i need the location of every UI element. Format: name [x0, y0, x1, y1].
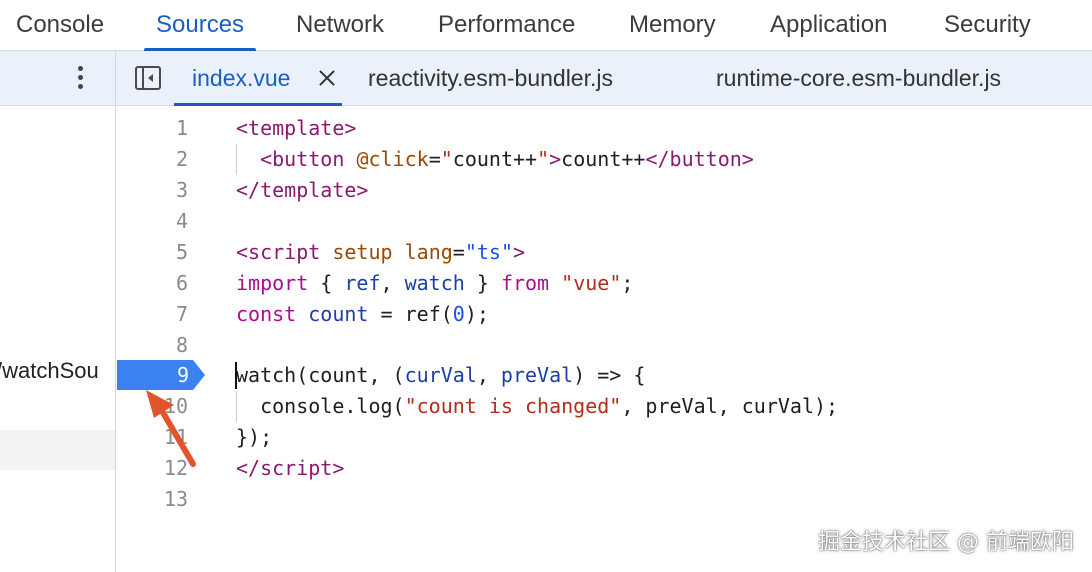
tab-memory[interactable]: Memory: [629, 11, 716, 38]
text-cursor: [235, 362, 237, 389]
indent-guide: [236, 144, 237, 175]
code-line[interactable]: });: [236, 425, 273, 449]
code-line[interactable]: watch(count, (curVal, preVal) => {: [236, 363, 646, 387]
navigator-item[interactable]: /watchSou: [0, 358, 99, 383]
tab-sources[interactable]: Sources: [143, 0, 257, 51]
navigator-selected-row[interactable]: [0, 430, 115, 470]
file-tab-runtime-core[interactable]: runtime-core.esm-bundler.js: [716, 65, 1002, 91]
code-line[interactable]: <template>: [236, 116, 357, 140]
code-line[interactable]: </script>: [236, 456, 345, 480]
tab-network[interactable]: Network: [296, 11, 385, 38]
line-number[interactable]: 8: [175, 333, 188, 357]
breakpoint-marker[interactable]: [117, 360, 205, 390]
code-line[interactable]: console.log("count is changed", preVal, …: [236, 394, 839, 418]
file-tab-reactivity[interactable]: reactivity.esm-bundler.js: [368, 65, 613, 91]
code-line[interactable]: const count = ref(0);: [236, 302, 489, 326]
file-navigator: /watchSou: [0, 106, 116, 572]
navigator-header: [0, 51, 116, 105]
tab-security[interactable]: Security: [944, 11, 1031, 38]
line-number[interactable]: 2: [175, 147, 188, 171]
code-editor[interactable]: [116, 106, 1092, 572]
file-tab-bar: index.vue reactivity.esm-bundler.js runt…: [0, 51, 1092, 106]
line-number[interactable]: 12: [163, 456, 188, 480]
watermark: 掘金技术社区 @ 前端欧阳: [818, 530, 1074, 555]
indent-guide: [236, 391, 237, 422]
code-line[interactable]: import { ref, watch } from "vue";: [236, 271, 634, 295]
file-tab-index-vue[interactable]: index.vue: [173, 51, 344, 106]
breakpoint-line-number[interactable]: 9: [176, 363, 189, 387]
tab-console[interactable]: Console: [16, 11, 105, 38]
line-number[interactable]: 4: [175, 209, 188, 233]
code-line[interactable]: <script setup lang="ts">: [236, 240, 526, 264]
line-number[interactable]: 1: [175, 116, 188, 140]
line-number[interactable]: 7: [175, 302, 188, 326]
line-number[interactable]: 5: [175, 240, 188, 264]
more-options-icon[interactable]: [76, 66, 86, 92]
toggle-navigator-icon[interactable]: [135, 66, 161, 90]
tab-performance[interactable]: Performance: [438, 11, 576, 38]
line-number[interactable]: 3: [175, 178, 188, 202]
line-number[interactable]: 6: [175, 271, 188, 295]
line-number[interactable]: 13: [163, 487, 188, 511]
tab-application[interactable]: Application: [770, 11, 888, 38]
code-line[interactable]: </template>: [236, 178, 369, 202]
devtools-panel-tabs: Console Sources Network Performance Memo…: [0, 0, 1092, 51]
code-line[interactable]: <button @click="count++">count++</button…: [260, 147, 754, 171]
